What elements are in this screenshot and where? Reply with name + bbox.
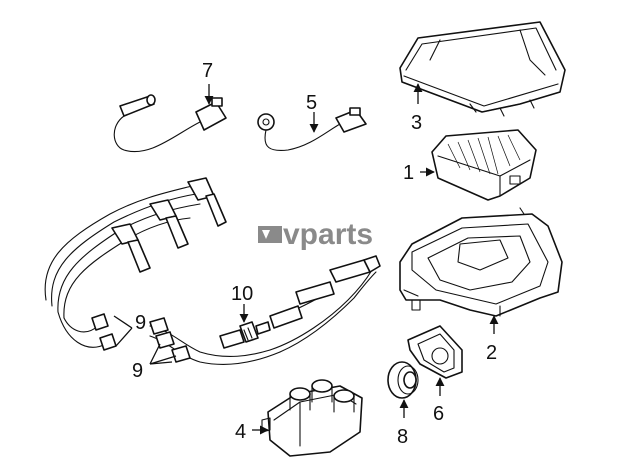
control-unit-housing — [399, 207, 563, 317]
watermark-text: vparts — [283, 218, 373, 251]
callout-1: 1 — [403, 162, 414, 184]
callout-6: 6 — [433, 403, 444, 425]
callout-8: 8 — [397, 426, 408, 448]
sensor-lead-5 — [257, 107, 367, 152]
bracket — [407, 325, 463, 379]
grommet — [387, 361, 419, 399]
leader-lines — [113, 83, 499, 435]
watermark-logo-icon — [258, 226, 282, 243]
callout-9-lower: 9 — [132, 360, 143, 382]
callout-2: 2 — [486, 342, 497, 364]
spark-plug — [219, 321, 271, 349]
ignition-wire-harness — [44, 177, 227, 351]
leader-9a — [113, 315, 133, 347]
leader-9b — [149, 343, 177, 365]
watermark: vparts — [258, 218, 373, 251]
callout-5: 5 — [306, 92, 317, 114]
callout-9-upper: 9 — [135, 312, 146, 334]
callout-3: 3 — [411, 112, 422, 134]
callout-4: 4 — [235, 421, 246, 443]
callout-10: 10 — [231, 283, 253, 305]
ignition-coil — [261, 379, 363, 457]
control-module — [431, 129, 537, 201]
control-unit-cover — [399, 21, 566, 117]
callout-7: 7 — [202, 60, 213, 82]
ignition-wire-set — [149, 255, 381, 365]
sensor-lead-7 — [113, 94, 227, 153]
callout-labels: 3 1 2 7 5 10 4 8 6 9 9 — [132, 60, 497, 448]
